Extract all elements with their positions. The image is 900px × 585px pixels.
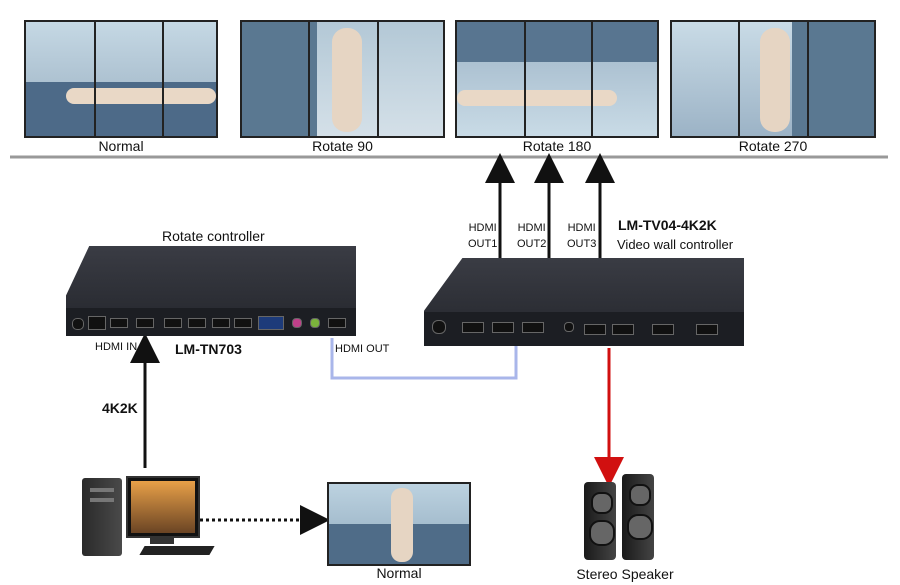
rotate-controller-model: LM-TN703 — [175, 341, 242, 357]
dp-port — [522, 322, 544, 333]
hdmi-port — [492, 322, 514, 333]
hdmi-out-link-line — [330, 338, 518, 380]
hdmi-port — [462, 322, 484, 333]
speaker-label: Stereo Speaker — [576, 566, 674, 582]
pc-keyboard — [139, 546, 215, 555]
audio-port — [292, 318, 302, 328]
pc-monitor — [126, 476, 200, 538]
pc-tower — [82, 478, 122, 556]
hdmi-port — [328, 318, 346, 328]
wall-screen-normal — [24, 20, 218, 138]
output-monitor — [327, 482, 471, 566]
hdmi-port — [110, 318, 128, 328]
hdmi-port — [188, 318, 206, 328]
hdmi-port — [612, 324, 634, 335]
wall-screen-rotate-270 — [670, 20, 876, 138]
speaker-right — [622, 474, 654, 560]
wall-label-rotate-270: Rotate 270 — [738, 138, 808, 154]
ethernet-port — [88, 316, 106, 330]
hdmi-port — [212, 318, 230, 328]
hdmi-port — [234, 318, 252, 328]
hdmi-out-label: HDMI OUT — [335, 343, 390, 355]
audio-port — [310, 318, 320, 328]
pc-monitor-stand — [150, 536, 174, 544]
figure-shape — [66, 88, 216, 104]
wall-screen-rotate-180 — [455, 20, 659, 138]
video-wall-controller-device — [424, 258, 744, 346]
source-resolution-label: 4K2K — [102, 400, 138, 416]
wall-controller-model: LM-TV04-4K2K — [618, 217, 717, 233]
hdmi-port — [164, 318, 182, 328]
dc-power-port — [432, 320, 446, 334]
rotate-controller-title: Rotate controller — [162, 228, 265, 244]
monitor-label: Normal — [376, 565, 422, 581]
hdmi-port — [652, 324, 674, 335]
figure-shape — [760, 28, 790, 132]
wall-label-normal: Normal — [98, 138, 144, 154]
figure-shape — [332, 28, 362, 132]
wall-label-rotate-90: Rotate 90 — [312, 138, 373, 154]
wall-controller-name: Video wall controller — [617, 237, 734, 252]
vga-port — [258, 316, 284, 330]
audio-port — [564, 322, 574, 332]
figure-shape — [391, 488, 413, 562]
hdmi-port — [696, 324, 718, 335]
hdmi-port — [136, 318, 154, 328]
rotate-controller-device — [66, 246, 356, 336]
hdmi-port — [584, 324, 606, 335]
wall-label-rotate-180: Rotate 180 — [522, 138, 592, 154]
hdmi-in-label: HDMI IN — [95, 341, 138, 353]
wall-screen-rotate-90 — [240, 20, 445, 138]
speaker-left — [584, 482, 616, 560]
figure-shape — [457, 90, 617, 106]
dc-power-port — [72, 318, 84, 330]
